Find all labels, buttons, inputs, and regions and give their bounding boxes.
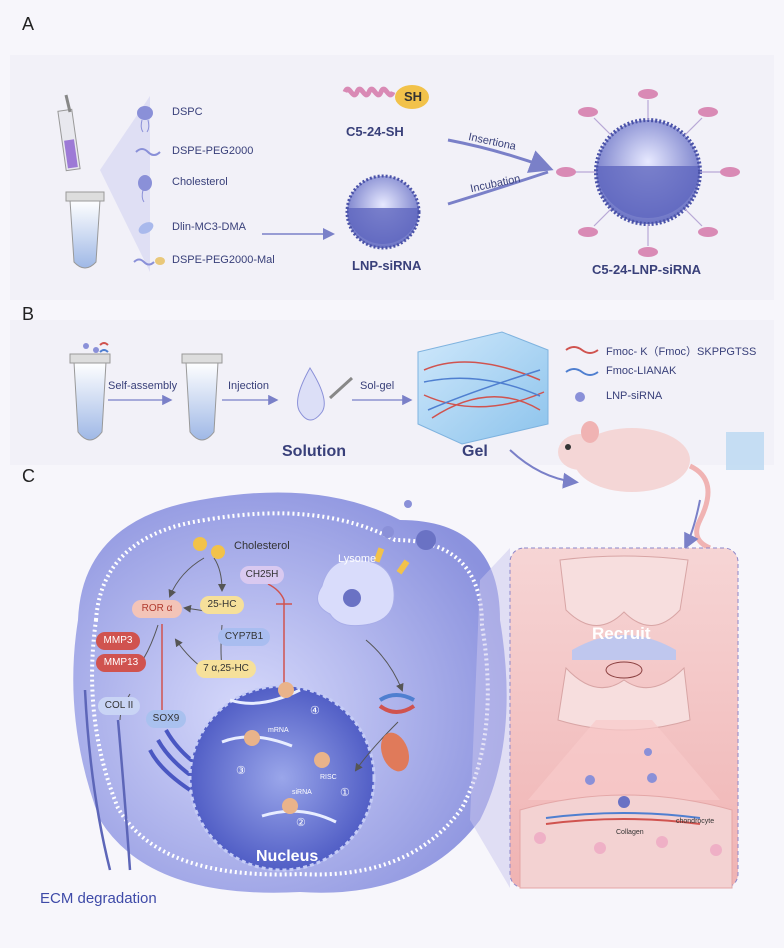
cholesterol-icon [138,175,152,203]
hc25-pill: 25-HC [200,596,244,614]
lnp-label: LNP-siRNA [352,258,422,273]
mc3-icon [138,222,154,234]
arrow-insertion [447,138,554,173]
panel-label-a: A [22,14,35,34]
peg-icon [135,148,161,156]
collagen-label: Collagen [616,829,644,836]
gel-cube [417,331,549,445]
tube-2 [181,353,223,441]
ecm-fiber-1 [83,689,112,871]
legend-lnp-dot [575,392,585,402]
tube-1 [69,342,111,441]
cyp7b1-pill: CYP7B1 [218,628,270,646]
step-3-marker: ③ [236,765,246,777]
cholesterol-dots [193,537,225,559]
to-nucleus-arrow [354,721,399,772]
arrow-incubation [447,170,549,206]
step-sol-gel: Sol-gel [360,380,395,392]
step-injection: Injection [228,380,269,392]
solution-label: Solution [282,443,346,460]
component-label-cholesterol: Cholesterol [172,176,228,188]
legend-red-label: Fmoc- K（Fmoc）SKPPGTSS [606,346,757,358]
sirna-label: siRNA [292,789,312,796]
step-4-marker: ④ [310,705,320,717]
tube-icon [65,191,105,269]
release-arrow [365,639,404,692]
gel-label: Gel [462,443,488,460]
mmp3-pill: MMP3 [96,632,140,650]
peptide-label: C5-24-SH [346,124,404,139]
legend-lnp-label: LNP-siRNA [606,390,663,402]
step-2-marker: ② [296,817,306,829]
col2-pill: COL II [98,697,140,715]
chondrocyte-label: chondrocyte [676,818,715,825]
sox9-pill: SOX9 [146,710,186,728]
solution-drop [297,367,354,421]
step-1-marker: ① [340,787,350,799]
legend-blue-label: Fmoc-LIANAK [606,365,677,377]
inhibit-line-2 [267,583,285,690]
component-label-peg-mal: DSPE-PEG2000-Mal [172,254,275,266]
syringe-icon [57,94,81,172]
nucleus-label: Nucleus [256,848,319,865]
lysosome [317,559,395,627]
zoom-cone [100,96,150,272]
product-label: C5-24-LNP-siRNA [592,262,702,277]
nucleus [188,682,376,872]
sirna-duplex [378,693,415,702]
c5-24-lnp-sirna-icon [556,89,740,257]
zoom-to-joint [470,548,510,888]
component-label-peg: DSPE-PEG2000 [172,145,254,157]
legend-red-line [565,346,599,354]
sh-tag: SH [404,89,423,104]
ecm-fiber-2 [116,719,132,871]
component-label-mc3: Dlin-MC3-DMA [172,221,246,233]
peptide-icon [342,85,429,109]
lysome-label: Lysome [338,553,377,565]
legend-blue-line [565,368,599,376]
arrow-to-rat [509,449,579,489]
lnp-sirna-icon [345,174,421,250]
mmp13-pill: MMP13 [96,654,146,672]
mitochondrion-icon [380,732,410,772]
dspc-icon [137,106,153,133]
ror-alpha-pill: ROR α [132,600,182,618]
cholesterol-label: Cholesterol [234,540,290,552]
panel-label-b: B [22,304,35,324]
arrow-to-joint [684,499,701,550]
panel-label-c: C [22,466,35,486]
peg-mal-icon [133,257,165,266]
ecm-degradation-label: ECM degradation [40,890,157,907]
rat-icon [558,421,764,551]
risc-label: RISC [320,774,337,781]
recruit-label: Recruit [592,624,651,643]
mrna-label: mRNA [268,727,289,734]
hc7a25-pill: 7 α,25-HC [196,660,256,678]
ch25h-pill: CH25H [240,566,284,584]
step-self-assembly: Self-assembly [108,380,178,392]
joint-illustration [519,555,733,889]
component-label-dspc: DSPC [172,106,203,118]
uptake-particles [373,500,436,575]
